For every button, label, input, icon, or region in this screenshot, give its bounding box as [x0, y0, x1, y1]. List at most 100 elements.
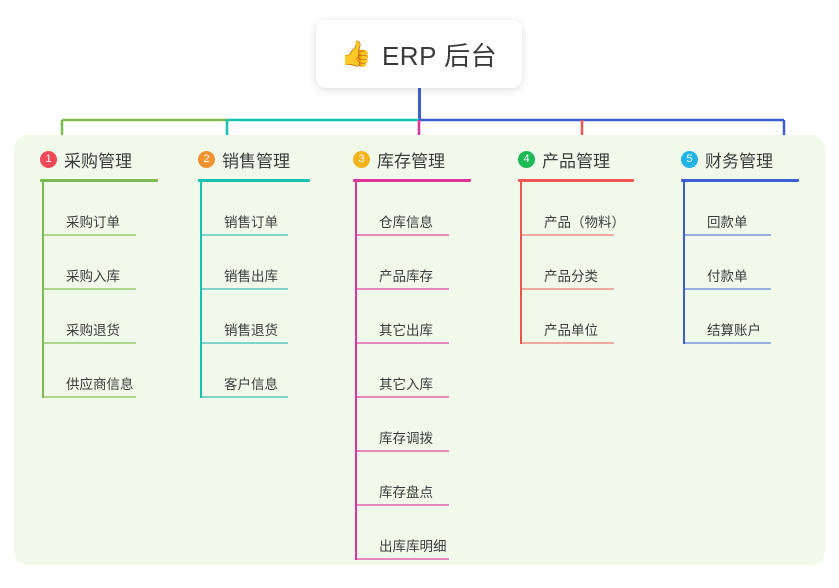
- list-item-label: 产品（物料）: [544, 215, 625, 230]
- column-spine: [520, 182, 522, 344]
- list-item[interactable]: 库存盘点: [355, 452, 502, 506]
- list-item[interactable]: 结算账户: [683, 290, 825, 344]
- list-item[interactable]: 供应商信息: [42, 344, 182, 398]
- list-item-underline: [357, 342, 449, 344]
- list-item-underline: [202, 396, 288, 398]
- list-item[interactable]: 其它入库: [355, 344, 502, 398]
- list-item-underline: [44, 396, 136, 398]
- column-spine: [42, 182, 44, 398]
- list-item-underline: [357, 234, 449, 236]
- list-item-label: 其它出库: [379, 323, 433, 338]
- list-item-label: 产品分类: [544, 269, 598, 284]
- column-spine: [683, 182, 685, 344]
- column-header[interactable]: 1 采购管理: [40, 146, 182, 172]
- column-title: 库存管理: [377, 151, 445, 171]
- list-item[interactable]: 产品单位: [520, 290, 665, 344]
- list-item-underline: [202, 342, 288, 344]
- list-item-label: 客户信息: [224, 377, 278, 392]
- list-item-label: 销售订单: [224, 215, 278, 230]
- column-items: 回款单付款单结算账户: [681, 182, 825, 344]
- column-items: 产品（物料） 产品分类产品单位: [518, 182, 665, 344]
- column-3: 3 库存管理仓库信息产品库存其它出库其它入库库存调拨库存盘点出库库明细: [337, 135, 502, 565]
- list-item-underline: [522, 342, 614, 344]
- column-header[interactable]: 2 销售管理: [198, 146, 337, 172]
- column-items: 销售订单销售出库销售退货客户信息: [198, 182, 337, 398]
- list-item[interactable]: 销售出库: [200, 236, 337, 290]
- column-title: 产品管理: [542, 151, 610, 171]
- list-item[interactable]: 付款单: [683, 236, 825, 290]
- mindmap-panel: 1 采购管理采购订单采购入库采购退货供应商信息 2 销售管理销售订单销售出库销售退货客…: [14, 135, 825, 565]
- column-underline: [353, 179, 471, 182]
- list-item-underline: [357, 396, 449, 398]
- list-item-underline: [685, 234, 771, 236]
- list-item[interactable]: 产品库存: [355, 236, 502, 290]
- column-underline: [198, 179, 310, 182]
- column-2: 2 销售管理销售订单销售出库销售退货客户信息: [182, 135, 337, 565]
- list-item-underline: [357, 504, 449, 506]
- list-item-underline: [522, 288, 614, 290]
- column-spine: [355, 182, 357, 560]
- list-item-underline: [685, 288, 771, 290]
- list-item-label: 仓库信息: [379, 215, 433, 230]
- root-node-label: ERP 后台: [381, 40, 498, 71]
- list-item[interactable]: 销售退货: [200, 290, 337, 344]
- list-item[interactable]: 采购订单: [42, 182, 182, 236]
- list-item-underline: [357, 558, 449, 560]
- list-item-underline: [522, 234, 614, 236]
- list-item-label: 供应商信息: [66, 377, 134, 392]
- column-number-badge: 2: [198, 150, 215, 168]
- list-item[interactable]: 产品分类: [520, 236, 665, 290]
- list-item-label: 采购入库: [66, 269, 120, 284]
- column-container: 1 采购管理采购订单采购入库采购退货供应商信息 2 销售管理销售订单销售出库销售退货客…: [14, 135, 825, 565]
- column-underline: [40, 179, 158, 182]
- list-item-label: 回款单: [707, 215, 748, 230]
- column-items: 仓库信息产品库存其它出库其它入库库存调拨库存盘点出库库明细: [353, 182, 502, 560]
- list-item-label: 库存盘点: [379, 485, 433, 500]
- column-items: 采购订单采购入库采购退货供应商信息: [40, 182, 182, 398]
- list-item[interactable]: 采购退货: [42, 290, 182, 344]
- column-spine: [200, 182, 202, 398]
- column-header[interactable]: 3 库存管理: [353, 146, 502, 172]
- list-item[interactable]: 库存调拨: [355, 398, 502, 452]
- list-item-underline: [44, 288, 136, 290]
- list-item-underline: [44, 234, 136, 236]
- list-item-label: 库存调拨: [379, 431, 433, 446]
- column-underline: [681, 179, 799, 182]
- list-item-label: 采购退货: [66, 323, 120, 338]
- list-item[interactable]: 仓库信息: [355, 182, 502, 236]
- column-title: 采购管理: [64, 151, 132, 171]
- list-item[interactable]: 其它出库: [355, 290, 502, 344]
- column-title: 财务管理: [705, 151, 773, 171]
- list-item-underline: [44, 342, 136, 344]
- list-item-label: 销售出库: [224, 269, 278, 284]
- list-item[interactable]: 销售订单: [200, 182, 337, 236]
- list-item-underline: [202, 234, 288, 236]
- column-header[interactable]: 4 产品管理: [518, 146, 665, 172]
- column-underline: [518, 179, 634, 182]
- thumbs-up-icon: 👍: [340, 39, 372, 68]
- list-item-underline: [202, 288, 288, 290]
- list-item-label: 采购订单: [66, 215, 120, 230]
- column-1: 1 采购管理采购订单采购入库采购退货供应商信息: [14, 135, 182, 565]
- list-item-label: 产品库存: [379, 269, 433, 284]
- root-node[interactable]: 👍 ERP 后台: [316, 20, 522, 88]
- list-item-label: 结算账户: [707, 323, 761, 338]
- list-item-underline: [685, 342, 771, 344]
- list-item[interactable]: 产品（物料）: [520, 182, 665, 236]
- list-item[interactable]: 客户信息: [200, 344, 337, 398]
- list-item-label: 产品单位: [544, 323, 598, 338]
- column-number-badge: 1: [40, 150, 57, 168]
- column-title: 销售管理: [222, 151, 290, 171]
- list-item-label: 销售退货: [224, 323, 278, 338]
- list-item-underline: [357, 288, 449, 290]
- list-item-underline: [357, 450, 449, 452]
- list-item[interactable]: 出库库明细: [355, 506, 502, 560]
- list-item[interactable]: 回款单: [683, 182, 825, 236]
- list-item-label: 付款单: [707, 269, 748, 284]
- list-item[interactable]: 采购入库: [42, 236, 182, 290]
- column-number-badge: 4: [518, 150, 535, 168]
- column-number-badge: 3: [353, 150, 370, 168]
